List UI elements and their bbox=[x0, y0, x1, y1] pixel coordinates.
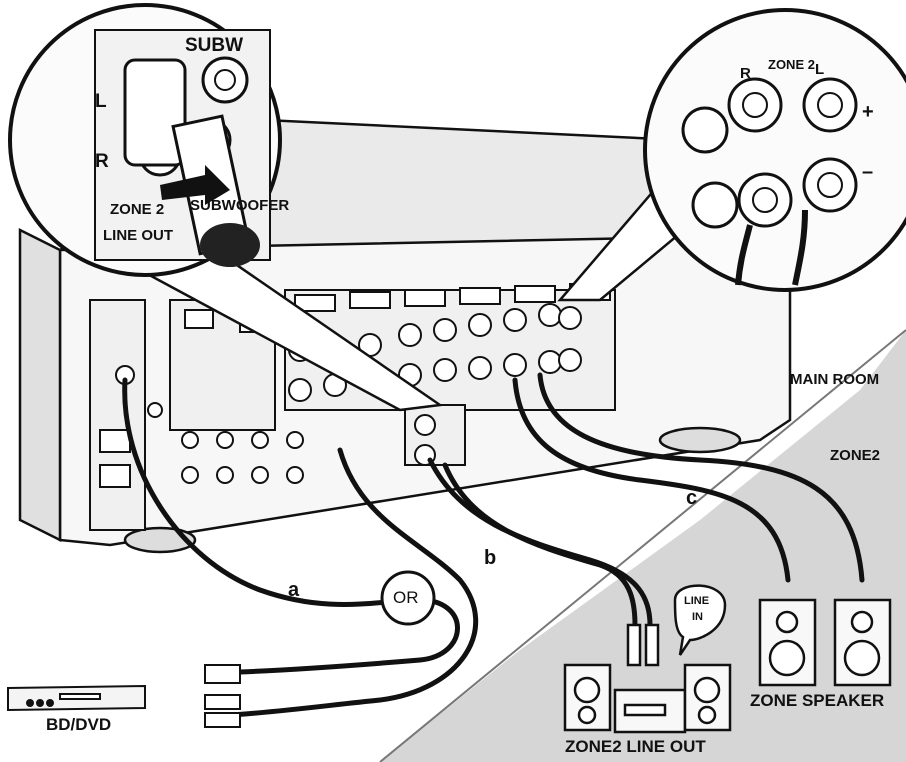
cable-c-left bbox=[512, 377, 791, 583]
zoom-left-channel-r-label: R bbox=[95, 151, 109, 172]
main-room-label: MAIN ROOM bbox=[790, 371, 880, 388]
zoom-right-minus-label: – bbox=[862, 161, 874, 183]
bd-dvd-player bbox=[7, 664, 241, 728]
zone2-area-label: ZONE2 bbox=[830, 447, 881, 464]
back-panel-jacks bbox=[89, 283, 616, 531]
cable-b-line-2 bbox=[442, 462, 638, 628]
line-in-bubble bbox=[673, 584, 727, 656]
zoom-left-lens bbox=[8, 3, 444, 412]
zoom-left-subwoofer-top-label: SUBW bbox=[185, 35, 244, 56]
zoom-right-lens bbox=[557, 8, 906, 302]
cable-c-label: c bbox=[686, 487, 698, 509]
or-badge bbox=[380, 570, 436, 626]
cable-a-rca bbox=[227, 447, 479, 718]
zoom-left-zone-label: ZONE 2 bbox=[110, 201, 165, 218]
room-divider bbox=[379, 329, 906, 762]
bd-dvd-label: BD/DVD bbox=[46, 715, 112, 734]
line-in-label-top: LINE bbox=[684, 595, 710, 607]
cable-b-label: b bbox=[484, 547, 497, 569]
zone-speaker-label: ZONE SPEAKER bbox=[750, 691, 885, 710]
zoom-right-channel-r-label: R bbox=[740, 65, 751, 82]
zoom-left-channel-l-label: L bbox=[95, 91, 107, 112]
zone-speakers bbox=[758, 598, 892, 687]
cable-a-label: a bbox=[288, 579, 300, 601]
zoom-right-channel-l-label: L bbox=[815, 61, 825, 78]
or-label: OR bbox=[393, 588, 419, 607]
zone2-system bbox=[563, 623, 732, 734]
zoom-right-zone-label: ZONE 2 bbox=[768, 57, 815, 72]
line-in-label-bottom: IN bbox=[692, 611, 703, 623]
zoom-right-plus-label: + bbox=[862, 101, 874, 123]
cable-c-right bbox=[537, 372, 865, 583]
zoom-left-line-out-label: LINE OUT bbox=[103, 227, 173, 244]
zoom-left-subwoofer-bottom-label: SUBWOOFER bbox=[190, 197, 290, 214]
zone2-line-out-label: ZONE2 LINE OUT bbox=[565, 737, 706, 756]
